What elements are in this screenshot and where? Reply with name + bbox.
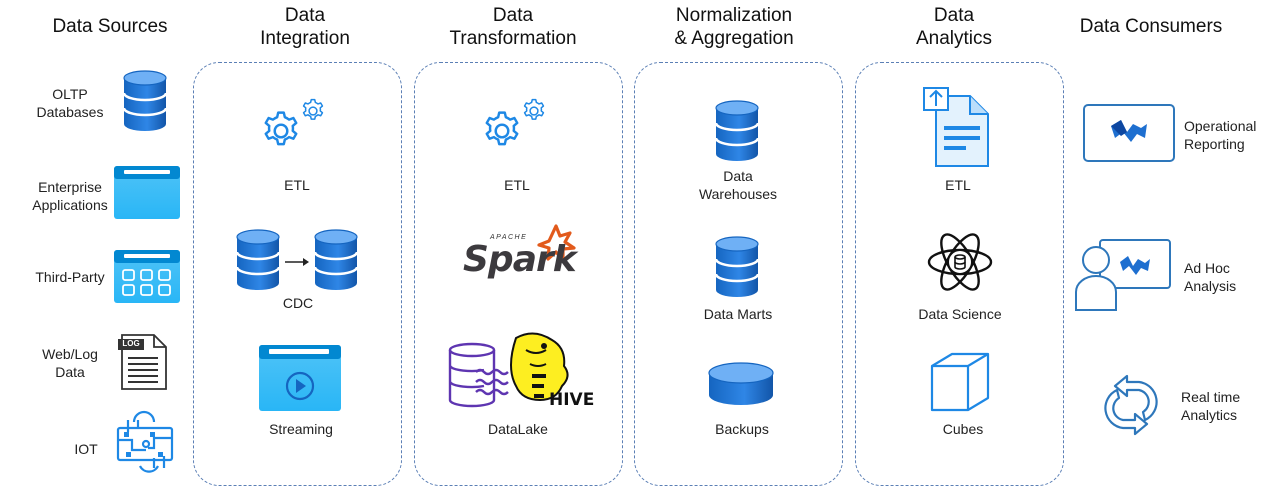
transformation-label-datalake: DataLake bbox=[488, 421, 548, 437]
streaming-window-icon bbox=[259, 345, 341, 411]
app-window-icon bbox=[114, 166, 180, 219]
column-title-data-integration: Data Integration bbox=[260, 5, 350, 49]
column-title-data-consumers: Data Consumers bbox=[1079, 16, 1223, 37]
gears-icon bbox=[250, 96, 340, 156]
apache-spark-logo: APACHE Spark bbox=[460, 222, 585, 284]
atom-database-icon bbox=[926, 228, 994, 296]
report-board-icon bbox=[1083, 104, 1175, 162]
log-file-icon: LOG bbox=[118, 333, 168, 391]
panel-data-transformation bbox=[414, 62, 623, 486]
datalake-hive-icon: HIVE bbox=[446, 330, 594, 414]
normalization-label-backups: Backups bbox=[715, 421, 769, 437]
transformation-label-etl: ETL bbox=[504, 177, 530, 193]
disk-icon bbox=[707, 361, 775, 409]
panel-data-analytics bbox=[855, 62, 1064, 486]
source-label-iot: IOT bbox=[74, 441, 98, 457]
source-label-third-party: Third-Party bbox=[35, 269, 105, 285]
presenter-icon bbox=[1074, 238, 1172, 312]
hive-logo-text: HIVE bbox=[549, 390, 595, 410]
database-icon bbox=[714, 236, 760, 298]
integration-label-streaming: Streaming bbox=[269, 421, 333, 437]
column-title-data-analytics: Data Analytics bbox=[915, 5, 993, 49]
log-badge: LOG bbox=[122, 339, 140, 348]
analytics-label-cubes: Cubes bbox=[942, 421, 984, 437]
app-grid-icon bbox=[114, 250, 180, 303]
column-title-data-transformation: Data Transformation bbox=[449, 5, 577, 49]
document-upload-icon bbox=[923, 84, 992, 168]
panel-normalization bbox=[634, 62, 843, 486]
database-icon bbox=[122, 70, 168, 132]
panel-data-integration bbox=[193, 62, 402, 486]
integration-label-etl: ETL bbox=[284, 177, 310, 193]
column-title-normalization: Normalization & Aggregation bbox=[674, 5, 794, 49]
source-label-oltp: OLTP Databases bbox=[36, 86, 104, 120]
consumer-label-adhoc: Ad Hoc Analysis bbox=[1184, 260, 1237, 294]
analytics-label-data-science: Data Science bbox=[918, 306, 1002, 322]
spark-logo-small-text: APACHE bbox=[490, 234, 528, 241]
database-replication-icon bbox=[235, 229, 361, 293]
database-icon bbox=[714, 100, 760, 162]
iot-circuit-icon bbox=[114, 410, 176, 473]
column-title-data-sources: Data Sources bbox=[52, 16, 168, 37]
consumer-label-operational: Operational Reporting bbox=[1184, 118, 1257, 152]
source-label-weblog: Web/Log Data bbox=[42, 346, 98, 380]
source-label-enterprise: Enterprise Applications bbox=[32, 179, 108, 213]
spark-logo-text: Spark bbox=[463, 239, 577, 280]
normalization-label-data-marts: Data Marts bbox=[703, 306, 773, 322]
cube-icon bbox=[930, 352, 990, 412]
refresh-cycle-icon bbox=[1097, 374, 1165, 436]
consumer-label-realtime: Real time Analytics bbox=[1181, 389, 1241, 423]
gears-icon bbox=[471, 96, 561, 156]
normalization-label-warehouses: Data Warehouses bbox=[698, 168, 778, 202]
analytics-label-etl: ETL bbox=[945, 177, 971, 193]
integration-label-cdc: CDC bbox=[282, 295, 314, 311]
